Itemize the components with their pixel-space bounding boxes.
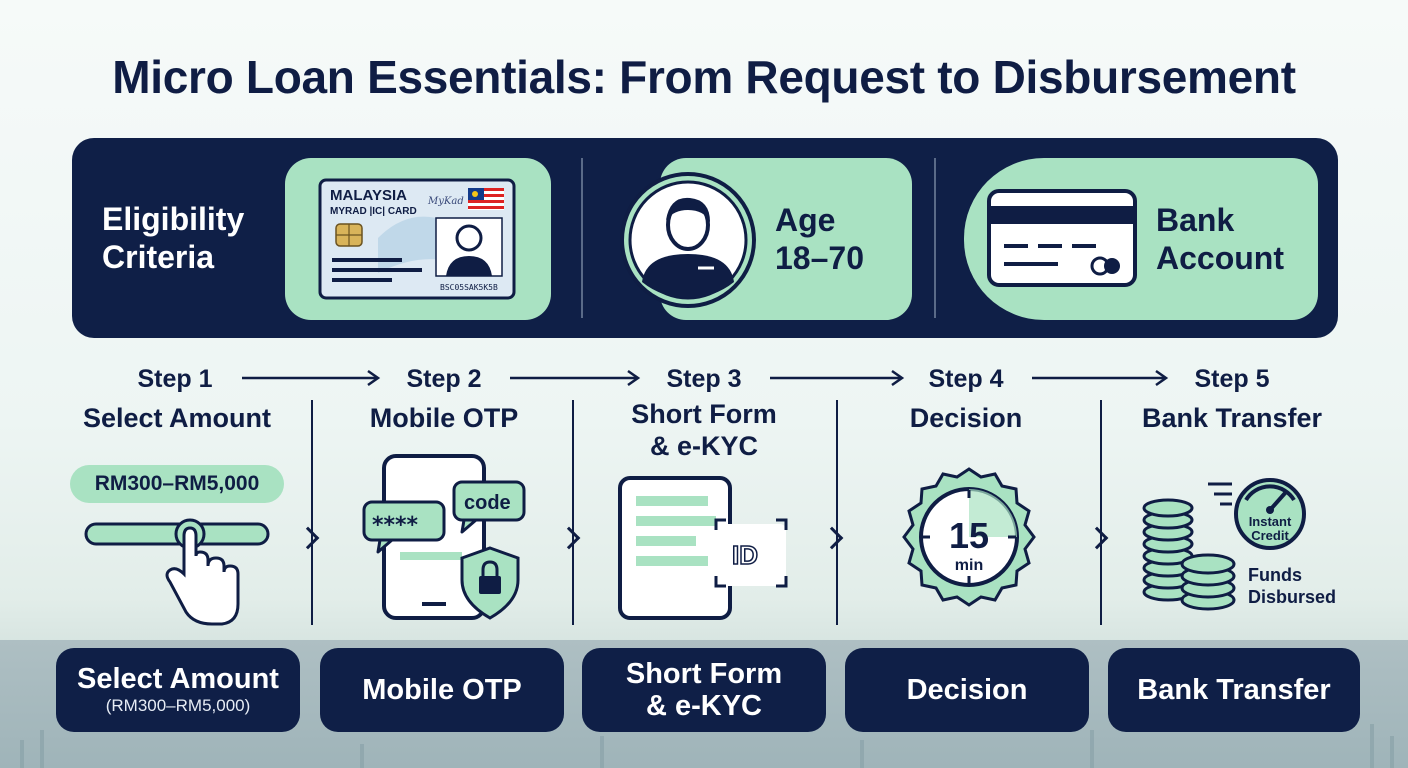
bottom-button-bank-transfer[interactable]: Bank Transfer — [1108, 648, 1360, 732]
timer-badge-icon: 15 min — [902, 467, 1036, 607]
speed-gauge-icon: Instant Credit — [1208, 478, 1306, 550]
bottom-button-short-form[interactable]: Short Form & e-KYC — [582, 648, 826, 732]
step-3-title: Short Form & e-KYC — [590, 398, 818, 462]
chevron-right-icon — [820, 526, 844, 550]
step-5-title: Bank Transfer — [1141, 403, 1323, 433]
chevron-right-icon — [296, 526, 320, 550]
bottom-button-select-amount[interactable]: Select Amount (RM300–RM5,000) — [56, 648, 300, 732]
eligibility-label: Eligibility Criteria — [102, 200, 282, 276]
step-arrows — [242, 369, 1169, 387]
step-5-label: Step 5 — [1194, 365, 1270, 393]
step-divider-4 — [1100, 400, 1102, 625]
bank-line2: Account — [1156, 240, 1284, 276]
page-title: Micro Loan Essentials: From Request to D… — [112, 51, 1296, 103]
funds-line2: Disbursed — [1248, 587, 1337, 607]
id-card-icon: MALAYSIA MYRAD |IC| CARD MyKad BSC05SAK5… — [318, 178, 516, 300]
phone-otp-icon: **** code — [362, 454, 526, 620]
eligibility-label-line1: Eligibility — [102, 201, 245, 237]
instant-line2: Credit — [1251, 528, 1289, 543]
bank-text: Bank Account — [1156, 201, 1284, 277]
instant-line1: Instant — [1249, 514, 1292, 529]
step-3-label: Step 3 — [666, 365, 742, 393]
age-text: Age 18–70 — [775, 201, 864, 277]
decision-number: 15 — [949, 515, 989, 556]
id-card-name: MYRAD |IC| CARD — [330, 206, 417, 217]
coins-stack-icon — [1142, 498, 1236, 611]
step-2-label: Step 2 — [406, 365, 482, 393]
amount-range-badge: RM300–RM5,000 — [70, 465, 284, 503]
id-card-number: BSC05SAK5K5B — [440, 283, 498, 292]
step-1-label: Step 1 — [137, 365, 213, 393]
step-4-title: Decision — [909, 403, 1023, 433]
chevron-right-icon — [557, 526, 581, 550]
bottom-button-select-amount-label: Select Amount — [77, 663, 279, 695]
step-3-title-line2: & e-KYC — [649, 431, 758, 461]
funds-line1: Funds — [1248, 565, 1302, 585]
slider-hand-icon — [84, 518, 270, 626]
step-divider-1 — [311, 400, 313, 625]
bottom-button-bank-transfer-label: Bank Transfer — [1137, 674, 1331, 706]
bottom-button-decision-label: Decision — [906, 674, 1028, 706]
bottom-button-mobile-otp[interactable]: Mobile OTP — [320, 648, 564, 732]
bottom-button-short-form-sub: & e-KYC — [645, 690, 762, 722]
id-card-country: MALAYSIA — [330, 187, 407, 204]
chevron-right-icon — [1085, 526, 1109, 550]
id-card-brand: MyKad — [427, 196, 464, 207]
age-line1: Age — [775, 202, 836, 238]
banner-divider-1 — [581, 158, 583, 318]
step-3-title-line1: Short Form — [631, 399, 777, 429]
otp-code: code — [464, 492, 511, 514]
step-divider-3 — [836, 400, 838, 625]
decision-unit: min — [955, 557, 983, 574]
otp-mask: **** — [372, 513, 419, 538]
ekyc-id-text: ID — [732, 540, 758, 570]
bottom-button-decision[interactable]: Decision — [845, 648, 1089, 732]
step-2-title: Mobile OTP — [369, 403, 519, 433]
banner-divider-2 — [934, 158, 936, 318]
step-1-title: Select Amount — [82, 403, 272, 433]
tablet-form-icon: ID — [618, 476, 788, 620]
funds-disbursed-label: Funds Disbursed — [1248, 564, 1336, 608]
bank-line1: Bank — [1156, 202, 1235, 238]
age-line2: 18–70 — [775, 240, 864, 276]
bottom-button-short-form-label: Short Form — [625, 658, 783, 690]
step-divider-2 — [572, 400, 574, 625]
eligibility-label-line2: Criteria — [102, 239, 215, 275]
flag-icon — [468, 188, 504, 210]
person-icon — [620, 172, 756, 308]
bottom-button-mobile-otp-label: Mobile OTP — [362, 674, 522, 706]
bottom-button-select-amount-sub: (RM300–RM5,000) — [105, 696, 251, 715]
chart-bars-decoration — [20, 724, 1394, 768]
step-4-label: Step 4 — [928, 365, 1004, 393]
bank-card-icon — [987, 189, 1137, 287]
